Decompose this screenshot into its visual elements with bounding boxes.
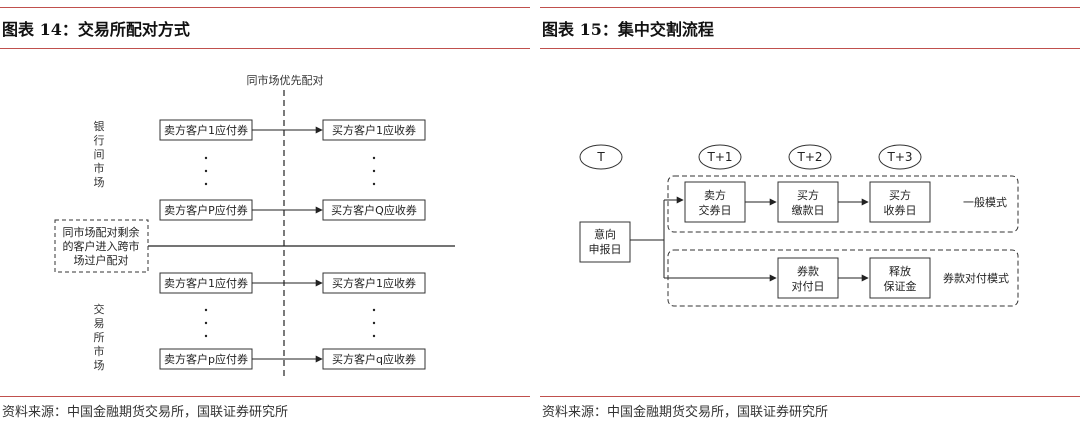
timeline-oval-t1	[698, 144, 742, 170]
figure-15-title: 图表 15：集中交割流程	[542, 20, 714, 39]
seller-box-text: 卖方客户1应付券	[164, 123, 248, 137]
title-bottom-rule	[0, 48, 530, 49]
title-top-rule	[540, 7, 1080, 8]
source-rule	[540, 396, 1080, 397]
exchange-label-3: 所	[94, 331, 105, 344]
interbank-label-5: 场	[94, 175, 105, 189]
cross-note-line: 场过户配对	[74, 253, 129, 267]
step-text: 释放	[889, 264, 911, 278]
step-text: 买方	[797, 188, 819, 202]
same-market-label: 同市场优先配对	[247, 73, 324, 87]
buyer-box	[322, 272, 426, 294]
intent-box-text: 意向	[594, 227, 616, 241]
figure-14-source: 资料来源：中国金融期货交易所，国联证券研究所	[2, 405, 289, 420]
dvp-day-box	[777, 257, 839, 299]
cross-note-line: 同市场配对剩余	[63, 225, 140, 239]
interbank-label-3: 间	[94, 148, 105, 161]
buyer-box-text: 买方客户q应收券	[332, 352, 416, 366]
title-bottom-rule	[540, 48, 1080, 49]
delivery-flow-diagram: T T+1 T+2 T+3 意向 申报日 卖方 交券日 买方	[579, 144, 1019, 307]
dvp-mode-label: 券款对付模式	[943, 271, 1009, 285]
figure-15-source: 资料来源：中国金融期货交易所，国联证券研究所	[542, 405, 829, 420]
step-text: 对付日	[792, 279, 825, 293]
seller-box-text: 卖方客户P应付券	[164, 203, 248, 217]
buyer-payment-box	[777, 181, 839, 223]
exchange-label-1: 交	[94, 302, 105, 316]
figure-14-panel: 图表 14：交易所配对方式 同市场优先配对 银 行 间 市 场 交 易 所 市 …	[0, 0, 530, 432]
title-top-rule	[0, 7, 530, 8]
step-text: 券款	[797, 264, 819, 278]
exchange-label-2: 易	[94, 317, 105, 330]
buyer-box-text: 买方客户1应收券	[332, 123, 416, 137]
buyer-box	[322, 119, 426, 141]
buyer-box-text: 买方客户1应收券	[332, 276, 416, 290]
step-text: 交券日	[699, 203, 732, 217]
step-text: 缴款日	[792, 203, 825, 217]
buyer-box	[322, 348, 426, 370]
interbank-label-2: 行	[94, 134, 105, 147]
figure-15-panel: 图表 15：集中交割流程 T T+1 T+2 T+3 意向 申报日	[540, 0, 1080, 432]
general-mode-label: 一般模式	[963, 196, 1007, 209]
timeline-oval-t3	[878, 144, 922, 170]
timeline-label: T	[596, 150, 605, 164]
buyer-box-text: 买方客户Q应收券	[331, 203, 417, 217]
buyer-box	[322, 199, 426, 221]
figure-14-title: 图表 14：交易所配对方式	[2, 20, 190, 39]
intent-declaration-box	[579, 221, 631, 263]
dvp-mode-group	[667, 249, 1019, 307]
timeline-label: T+3	[886, 150, 912, 164]
cross-market-note-box	[54, 219, 149, 273]
step-text: 买方	[889, 188, 911, 202]
buyer-receipt-box	[869, 181, 931, 223]
ellipsis-dots	[204, 156, 376, 338]
timeline-oval-t	[579, 144, 623, 170]
step-text: 保证金	[884, 279, 917, 293]
step-text: 卖方	[704, 188, 726, 202]
exchange-label-5: 场	[94, 358, 105, 372]
source-rule	[0, 396, 530, 397]
seller-box-text: 卖方客户p应付券	[164, 352, 248, 366]
general-mode-group	[667, 175, 1019, 233]
step-text: 收券日	[884, 203, 917, 217]
intent-box-text: 申报日	[589, 242, 622, 256]
seller-delivery-box	[684, 181, 746, 223]
cross-note-line: 的客户进入跨市	[63, 239, 140, 253]
timeline-label: T+1	[706, 150, 732, 164]
timeline-label: T+2	[796, 150, 822, 164]
timeline-oval-t2	[788, 144, 832, 170]
seller-box-text: 卖方客户1应付券	[164, 276, 248, 290]
exchange-label-4: 市	[94, 344, 105, 358]
interbank-label-4: 市	[94, 161, 105, 175]
interbank-label-1: 银	[94, 119, 105, 133]
release-margin-box	[869, 257, 931, 299]
matching-diagram: 同市场优先配对 银 行 间 市 场 交 易 所 市 场 卖方客户1应付券 买方客…	[54, 73, 455, 380]
